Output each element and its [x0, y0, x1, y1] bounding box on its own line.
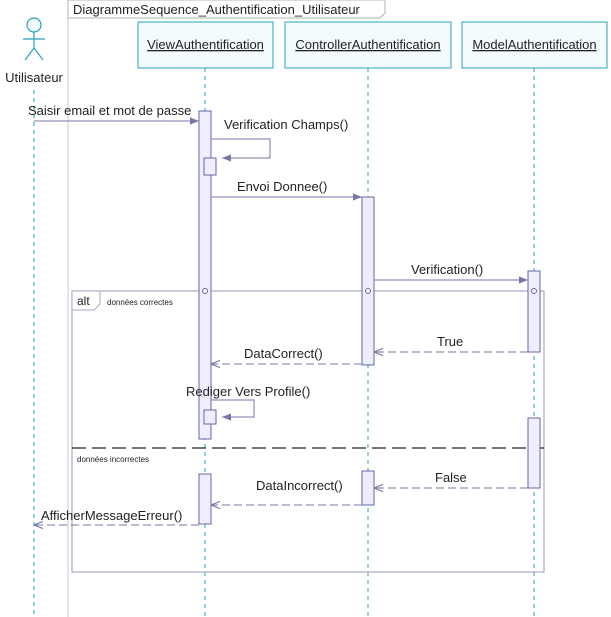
message-rediger-profile: Rediger Vers Profile() — [186, 384, 310, 421]
lifeline-controller: ControllerAuthentification — [284, 21, 452, 69]
message-verification-champs-label: Verification Champs() — [224, 117, 348, 132]
message-datacorrect-label: DataCorrect() — [244, 346, 323, 361]
activation-view-self-2 — [203, 409, 217, 425]
message-true-label: True — [437, 334, 463, 349]
activation-view-1 — [198, 110, 212, 440]
message-afficher-erreur-label: AfficherMessageErreur() — [41, 508, 182, 523]
fragment-gates — [202, 288, 537, 294]
message-datacorrect: DataCorrect() — [211, 346, 362, 364]
lifeline-controller-label: ControllerAuthentification — [295, 37, 440, 52]
message-verification: Verification() — [374, 262, 528, 284]
actor-icon — [23, 17, 45, 61]
message-true: True — [374, 334, 528, 352]
activation-controller-2 — [361, 470, 375, 506]
actor-utilisateur: Utilisateur — [5, 17, 64, 85]
message-verification-champs: Verification Champs() — [211, 117, 348, 162]
message-envoi-donnee-label: Envoi Donnee() — [237, 179, 327, 194]
alt-operator: alt — [77, 294, 90, 308]
message-envoi-donnee: Envoi Donnee() — [211, 179, 362, 201]
diagram-title: DiagrammeSequence_Authentification_Utili… — [73, 2, 361, 17]
activation-view-self-1 — [203, 157, 217, 176]
message-dataincorrect: DataIncorrect() — [211, 478, 362, 505]
diagram-frame: DiagrammeSequence_Authentification_Utili… — [67, 0, 386, 617]
message-rediger-profile-label: Rediger Vers Profile() — [186, 384, 310, 399]
alt-fragment: alt données correctes données incorrecte… — [71, 290, 545, 573]
lifeline-view: ViewAuthentification — [137, 21, 274, 69]
activations — [198, 110, 541, 525]
activation-model-2 — [527, 417, 541, 489]
message-verification-label: Verification() — [411, 262, 483, 277]
guard-incorrect: données incorrectes — [77, 455, 149, 464]
lifeline-model-label: ModelAuthentification — [472, 37, 596, 52]
message-false: False — [374, 470, 528, 488]
message-false-label: False — [435, 470, 467, 485]
message-saisir: Saisir email et mot de passe — [28, 103, 199, 125]
activation-view-2 — [198, 473, 212, 525]
guard-correct: données correctes — [107, 298, 173, 307]
message-dataincorrect-label: DataIncorrect() — [256, 478, 343, 493]
lifeline-model: ModelAuthentification — [461, 21, 608, 69]
activation-model-1 — [527, 270, 541, 353]
message-afficher-erreur: AfficherMessageErreur() — [34, 508, 199, 525]
message-saisir-label: Saisir email et mot de passe — [28, 103, 191, 118]
messages: Saisir email et mot de passe Verificatio… — [28, 103, 528, 525]
lifeline-view-label: ViewAuthentification — [147, 37, 264, 52]
actor-label: Utilisateur — [5, 70, 63, 85]
activation-controller-1 — [361, 196, 375, 366]
